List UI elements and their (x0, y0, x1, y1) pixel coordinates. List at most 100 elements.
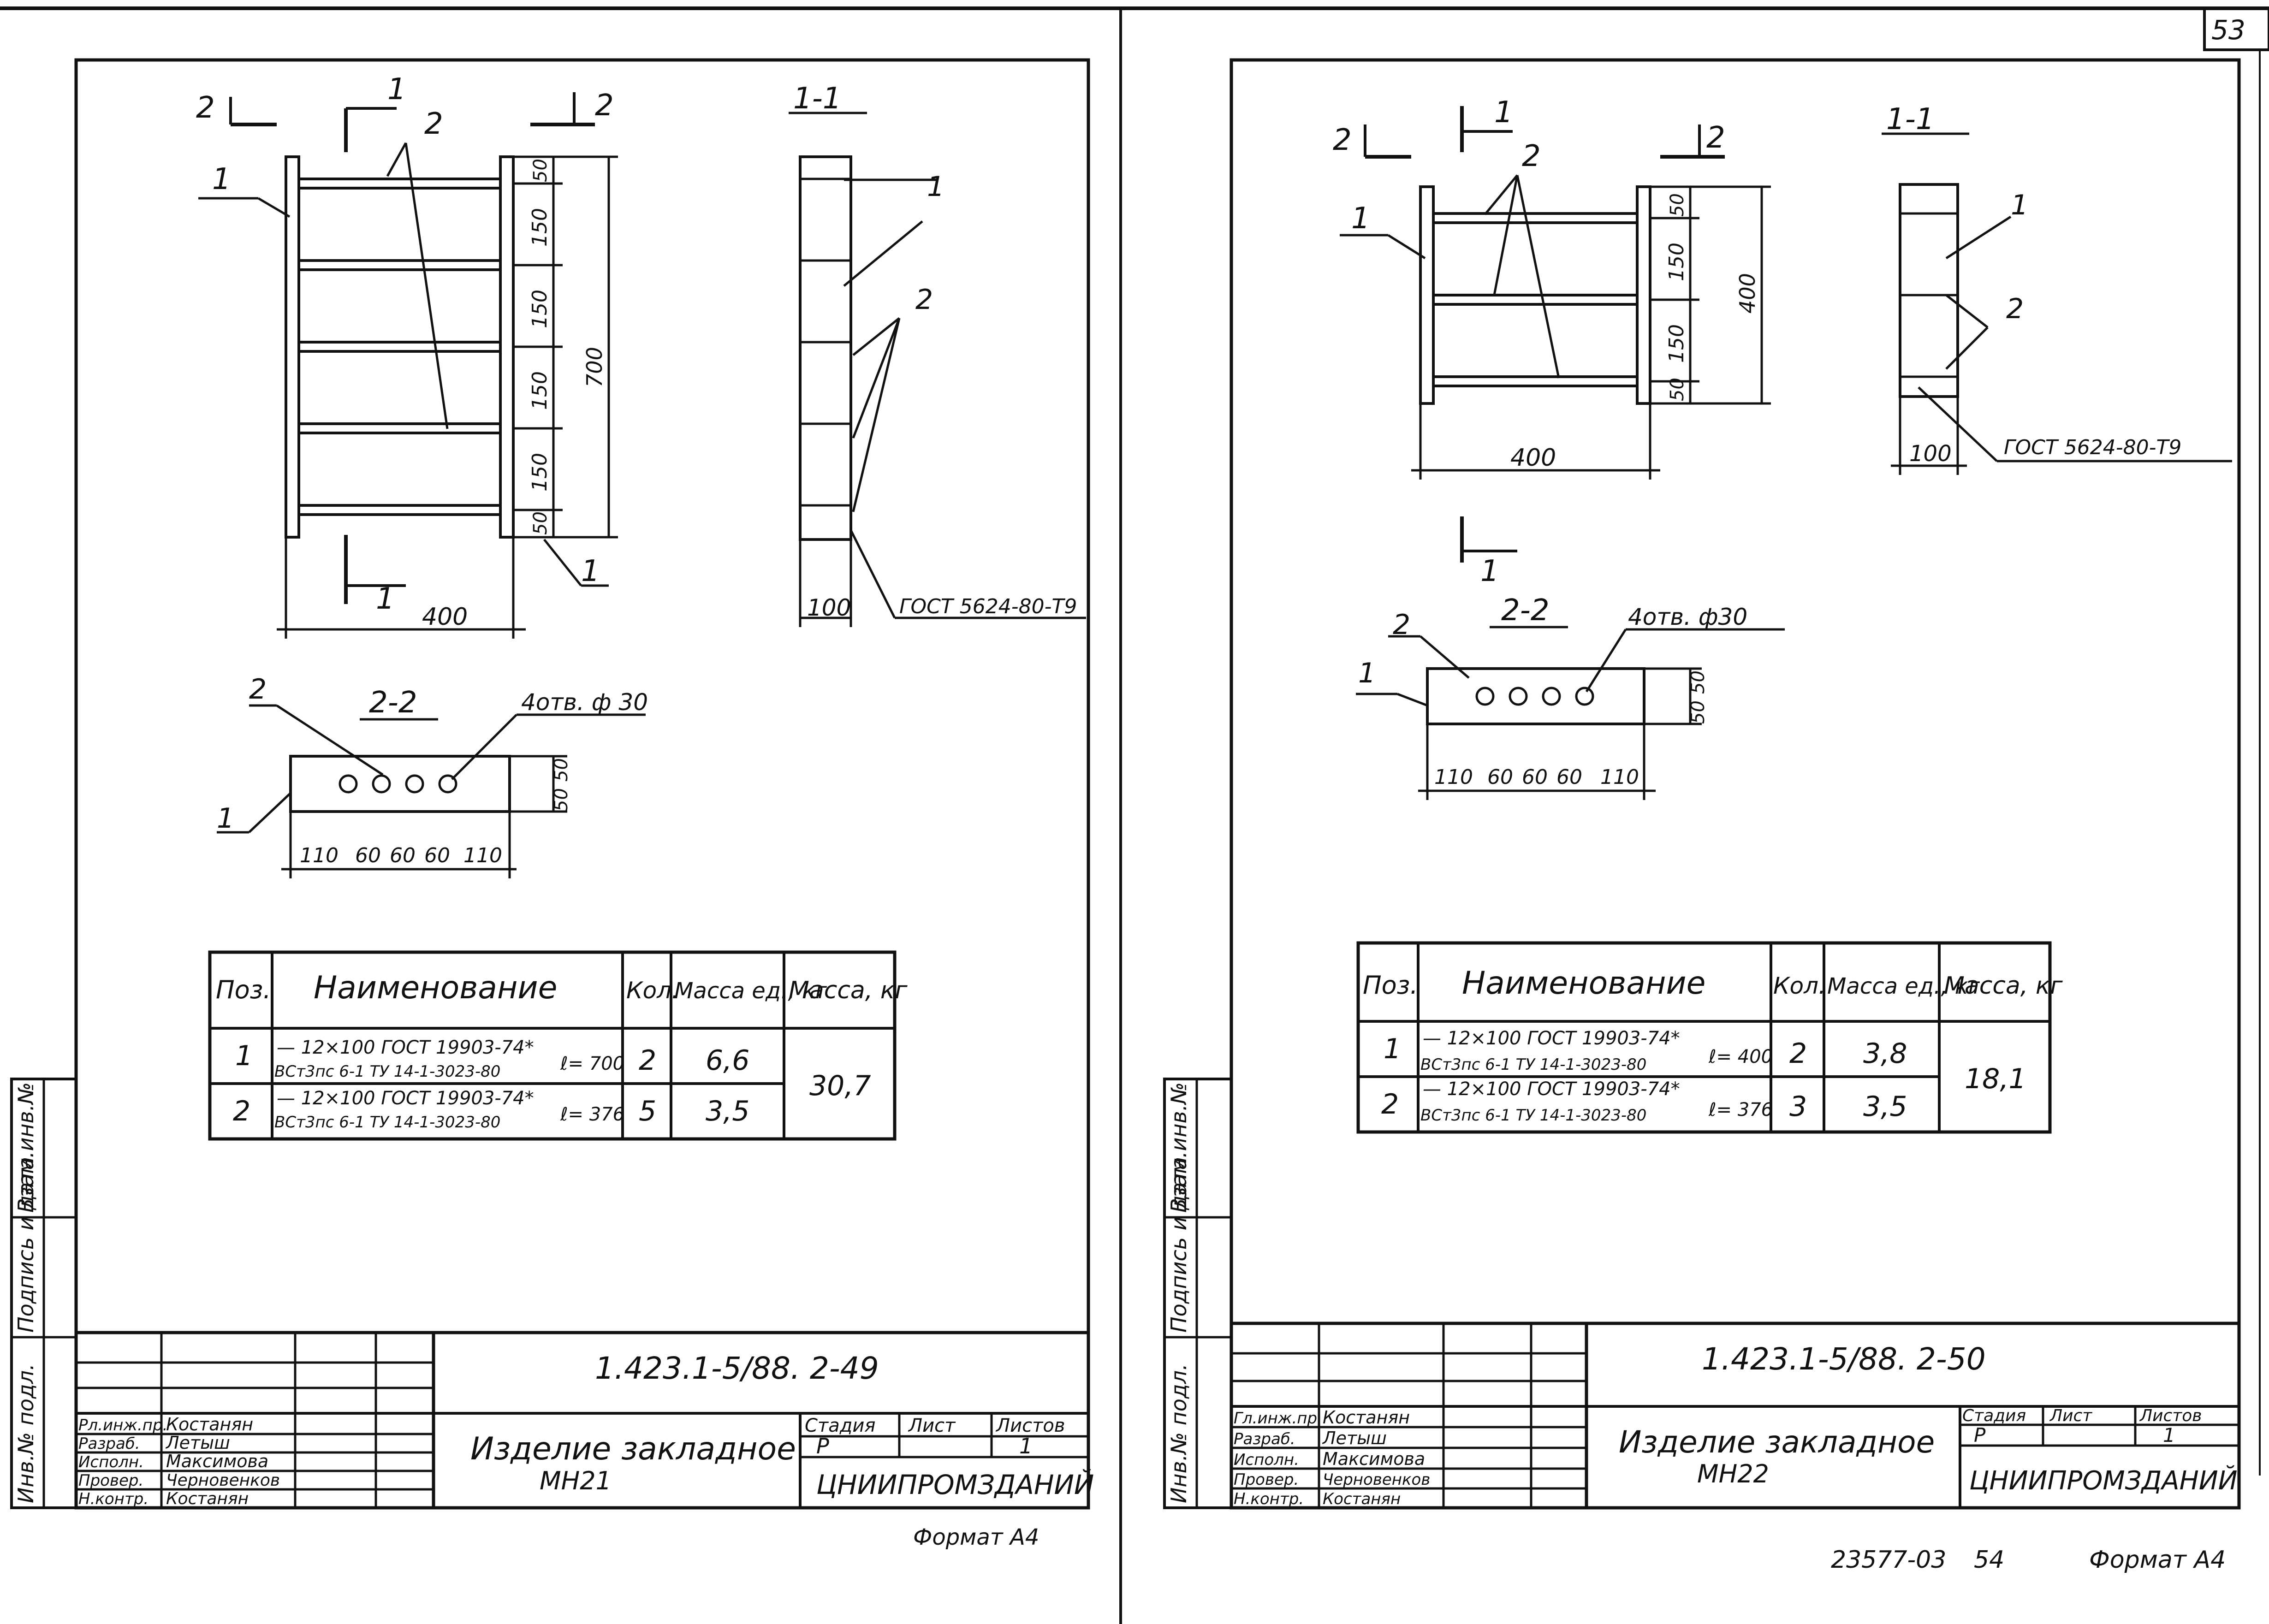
r-dim-v-1: 150 (1665, 243, 1688, 281)
r-sheets-header: Листов (2139, 1406, 2202, 1425)
total-mass: 30,7 (809, 1070, 871, 1102)
r-section-mark-1: 1 (1494, 95, 1513, 130)
r-total-mass: 18,1 (1965, 1063, 2026, 1095)
format-note: Формат А4 (913, 1524, 1039, 1550)
sec-pos-2: 2 (915, 284, 933, 316)
view-1-1: 1-1 (793, 82, 842, 116)
r-th-qty: Кол. (1773, 972, 1826, 999)
dim-v-1: 150 (528, 208, 552, 247)
r-section-mark-2b: 2 (1706, 121, 1725, 155)
r-plan-dim-2: 60 (1522, 765, 1548, 789)
r-row2-pos: 2 (1381, 1088, 1399, 1120)
row2-unit-mass: 3,5 (706, 1095, 749, 1127)
r-holes-note: 4отв. ф30 (1628, 604, 1747, 630)
doc-title: Изделие закладное (470, 1431, 796, 1467)
r-format-note: Формат А4 (2089, 1546, 2226, 1574)
th-unit-mass: Масса ед., кг (674, 978, 827, 1004)
row2-name2: ВСт3пс 6-1 ТУ 14-1-3023-80 (274, 1113, 500, 1132)
r-view-1-1: 1-1 (1886, 102, 1935, 136)
r-section-mark-1b: 1 (1480, 554, 1499, 588)
footer-doc-code: 23577-03 (1831, 1546, 1946, 1574)
footer-page: 54 (1974, 1546, 2004, 1574)
r-role-3: Провер. (1234, 1470, 1299, 1489)
th-name: Наименование (314, 970, 557, 1006)
r-row1-unit-mass: 3,8 (1863, 1037, 1907, 1070)
r-dim-width: 400 (1510, 444, 1556, 472)
plan-dim-1: 60 (355, 844, 381, 867)
dim-v-4: 150 (528, 453, 552, 492)
r-role-1: Разраб. (1234, 1430, 1295, 1448)
r-plan-dim-1: 60 (1487, 765, 1513, 789)
r-row1-len: ℓ= 400 (1708, 1046, 1773, 1067)
org-name: ЦНИИПРОМЗДАНИЙ (816, 1469, 1094, 1500)
r-sheets-value: 1 (2163, 1424, 2175, 1446)
r-plan-pos-2: 2 (1393, 609, 1410, 641)
r-role-0: Гл.инж.пр. (1234, 1409, 1322, 1428)
person-0: Костанян (166, 1414, 253, 1434)
role-0: Рл.инж.пр. (78, 1416, 167, 1434)
pos-label-1: 1 (212, 162, 231, 196)
r-plan-pos-1: 1 (1358, 657, 1376, 689)
r-th-name: Наименование (1462, 965, 1705, 1002)
row1-qty: 2 (639, 1044, 656, 1077)
plan-dim-0: 110 (300, 844, 339, 867)
th-pos: Поз. (216, 975, 271, 1004)
person-4: Костанян (166, 1489, 249, 1508)
stamp-sign-right: Подпись и дата (1166, 1157, 1191, 1333)
row2-name1: — 12×100 ГОСТ 19903-74* (277, 1088, 534, 1109)
r-th-unit-mass: Масса ед., кг (1827, 973, 1980, 999)
dim-v-0: 50 (530, 159, 551, 182)
section-mark-1: 1 (387, 72, 406, 107)
r-row1-qty: 2 (1789, 1037, 1807, 1070)
r-doc-mark: МН22 (1697, 1459, 1769, 1488)
plan-dim-2: 60 (390, 844, 416, 867)
person-3: Черновенков (166, 1471, 280, 1490)
r-doc-title: Изделие закладное (1619, 1424, 1935, 1460)
row2-pos: 2 (233, 1095, 250, 1127)
stamp-inv-left: Инв.№ подл. (13, 1363, 38, 1503)
r-stage-value: Р (1974, 1424, 1986, 1446)
pos-label-1c: 1 (581, 554, 600, 588)
role-4: Н.контр. (78, 1490, 148, 1508)
row2-qty: 5 (639, 1095, 656, 1127)
row1-pos: 1 (235, 1040, 253, 1072)
doc-code: 1.423.1-5/88. 2-49 (595, 1351, 879, 1386)
dim-v-2: 150 (528, 290, 552, 328)
r-person-1: Летыш (1322, 1428, 1387, 1448)
r-plan-dim-v-0: 50 (1687, 670, 1709, 694)
r-sheet-header: Лист (2049, 1406, 2092, 1425)
r-row1-name1: — 12×100 ГОСТ 19903-74* (1423, 1028, 1680, 1049)
sheets-header: Листов (995, 1415, 1065, 1436)
section-mark-1b: 1 (376, 582, 395, 616)
plan-dim-4: 110 (463, 844, 502, 867)
pos-label-2: 2 (424, 107, 443, 141)
r-row1-pos: 1 (1384, 1033, 1401, 1065)
r-stage-header: Стадия (1962, 1406, 2026, 1425)
r-dim-v-0: 50 (1667, 193, 1688, 217)
sheet-header: Лист (908, 1415, 956, 1436)
r-row2-qty: 3 (1789, 1091, 1807, 1123)
stamp-replace-left: Взам.инв.№ (13, 1082, 38, 1213)
doc-mark: МН21 (540, 1466, 612, 1495)
plan-pos-2: 2 (249, 673, 267, 705)
role-3: Провер. (78, 1471, 143, 1490)
dim-v-5: 50 (530, 511, 551, 535)
r-person-2: Максимова (1323, 1449, 1425, 1469)
r-dim-total: 400 (1735, 273, 1760, 314)
r-gost-note: ГОСТ 5624-80-Т9 (2004, 436, 2181, 459)
r-th-mass: Масса, кг (1944, 972, 2063, 1000)
r-plan-dim-0: 110 (1434, 765, 1473, 789)
r-sec-pos-1: 1 (2011, 189, 2028, 221)
r-plan-dim-3: 60 (1556, 765, 1582, 789)
r-sec-pos-2: 2 (2006, 293, 2024, 325)
r-pos-label-2: 2 (1522, 139, 1541, 173)
row1-name2: ВСт3пс 6-1 ТУ 14-1-3023-80 (274, 1062, 500, 1081)
r-row1-name2: ВСт3пс 6-1 ТУ 14-1-3023-80 (1420, 1055, 1646, 1074)
r-row2-unit-mass: 3,5 (1863, 1091, 1907, 1123)
th-mass: Масса, кг (789, 977, 908, 1004)
stage-value: Р (816, 1434, 829, 1458)
r-role-4: Н.контр. (1234, 1490, 1304, 1508)
dim-width: 400 (422, 603, 468, 631)
stage-header: Стадия (805, 1415, 875, 1436)
